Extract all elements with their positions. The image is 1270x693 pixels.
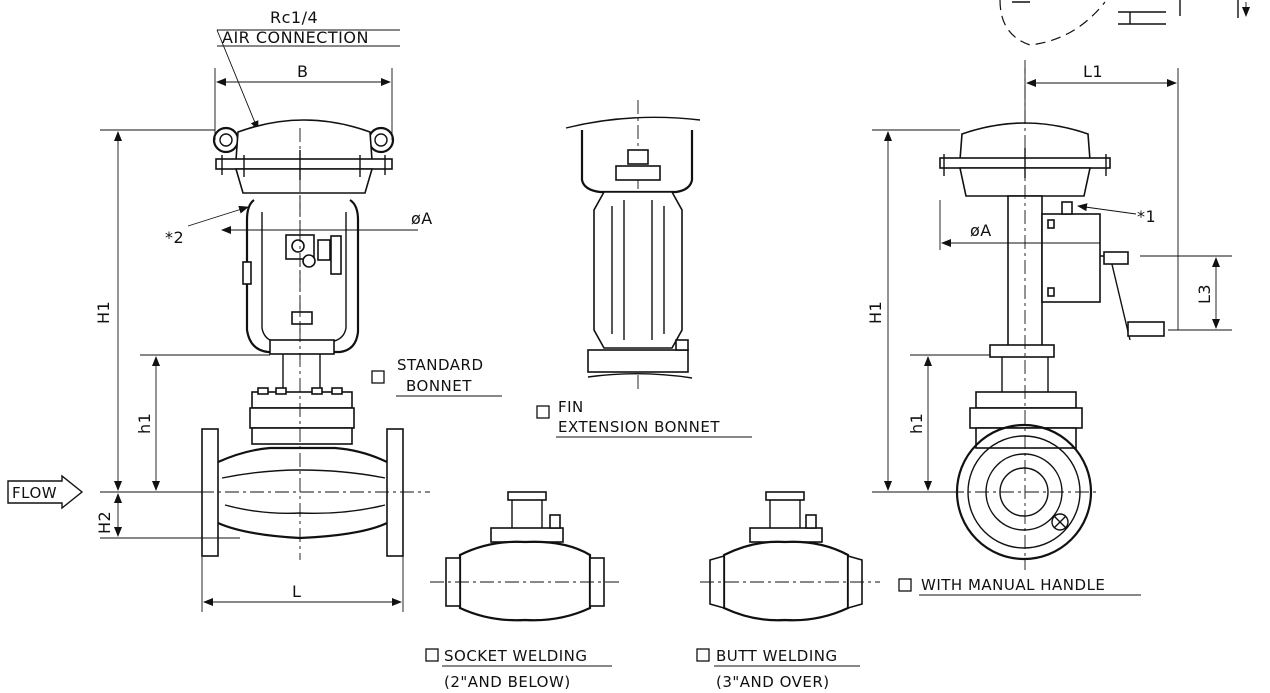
butt-welding-line1: BUTT WELDING [716,647,838,665]
dimension-phi-a-left: øA [411,209,433,228]
option-manual-handle[interactable]: WITH MANUAL HANDLE [898,576,1141,596]
flow-label: FLOW [12,484,57,502]
note-1-label: *1 [1137,207,1156,226]
standard-valve-view: Rc1/4 AIR CONNECTION B [7,8,433,612]
manual-handle-checkbox[interactable] [898,578,912,592]
dimension-small-h1-right: h1 [907,413,926,434]
standard-bonnet-line1: STANDARD [397,356,484,374]
air-connection-label: AIR CONNECTION [222,28,369,47]
socket-welding-line2: (2"AND BELOW) [444,673,571,691]
dimension-l1: L1 [1083,62,1103,81]
dimension-b-label: B [297,62,308,81]
butt-welding-checkbox[interactable] [696,648,710,662]
manual-handle-valve-view: L1 H1 h1 [866,0,1250,570]
note-2-label: *2 [165,228,184,247]
fin-bonnet-checkbox[interactable] [536,405,550,419]
air-connection-thread-label: Rc1/4 [270,8,318,27]
option-standard-bonnet[interactable]: STANDARD BONNET [371,356,502,397]
fin-bonnet-line2: EXTENSION BONNET [558,418,720,436]
socket-welding-view [430,491,620,622]
socket-welding-line1: SOCKET WELDING [444,647,588,665]
option-butt-welding[interactable]: BUTT WELDING (3"AND OVER) [696,647,860,691]
socket-welding-checkbox[interactable] [425,648,439,662]
fin-extension-bonnet-view [565,100,701,392]
butt-welding-view [700,491,880,622]
dimension-h2: H2 [95,511,114,534]
dimension-phi-a-right: øA [970,221,992,240]
manual-handle-label: WITH MANUAL HANDLE [921,576,1105,594]
dimension-l3: L3 [1195,284,1214,304]
butt-welding-line2: (3"AND OVER) [716,673,830,691]
dimension-h1-right: H1 [866,301,885,324]
dimension-h1-left: H1 [94,301,113,324]
standard-bonnet-checkbox[interactable] [371,370,385,384]
option-socket-welding[interactable]: SOCKET WELDING (2"AND BELOW) [425,647,612,691]
standard-bonnet-line2: BONNET [406,377,472,395]
dimension-small-h1-left: h1 [135,413,154,434]
option-fin-extension-bonnet[interactable]: FIN EXTENSION BONNET [536,398,752,438]
fin-bonnet-line1: FIN [558,398,584,416]
dimension-l: L [292,582,301,601]
